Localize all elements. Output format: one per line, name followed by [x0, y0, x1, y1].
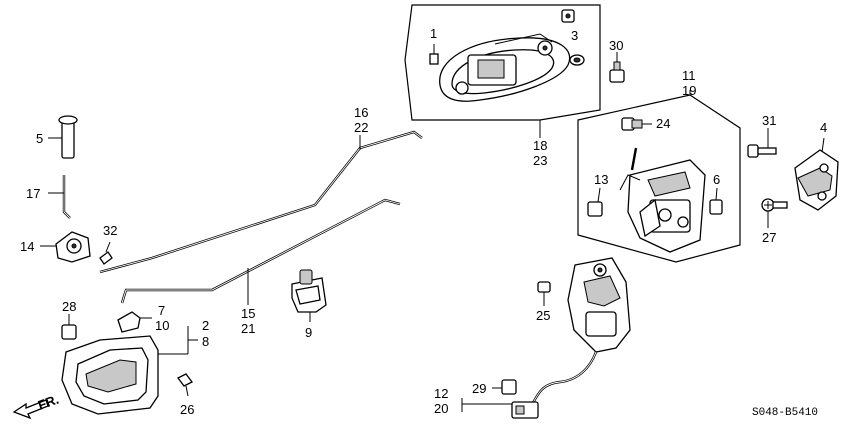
- callout-11: 11: [682, 68, 696, 83]
- callout-26: 26: [180, 402, 194, 417]
- latch-group: [577, 90, 741, 263]
- front-indicator: FR.: [36, 392, 61, 413]
- diagram-code: S048-B5410: [752, 407, 818, 419]
- screw-icon: [761, 198, 788, 228]
- clip-29: [492, 379, 517, 395]
- screw-icon: [99, 241, 113, 265]
- nut-icon: [561, 9, 575, 23]
- callout-18: 18: [533, 138, 547, 153]
- callout-21: 21: [241, 321, 255, 336]
- bolt-icon: [429, 44, 439, 65]
- bellcrank-14: [40, 231, 91, 263]
- pin-5: [48, 115, 78, 159]
- callout-3: 3: [571, 28, 578, 43]
- bolt-icon: [609, 52, 625, 83]
- callout-1: 1: [430, 26, 437, 41]
- striker-4: [794, 137, 839, 211]
- bolt-icon: [747, 128, 777, 158]
- inner-handle: [61, 335, 188, 415]
- callout-4: 4: [820, 120, 827, 135]
- callout-22: 22: [354, 120, 368, 135]
- callout-10: 10: [155, 318, 169, 333]
- callout-16: 16: [354, 105, 368, 120]
- callout-12: 12: [434, 386, 448, 401]
- callout-5: 5: [36, 131, 43, 146]
- clip-28: [61, 314, 77, 340]
- rod-16-22: [99, 130, 423, 274]
- callout-30: 30: [609, 38, 623, 53]
- callout-27: 27: [762, 230, 776, 245]
- callout-31: 31: [762, 113, 776, 128]
- callout-19: 19: [682, 83, 696, 98]
- callout-32: 32: [103, 223, 117, 238]
- lock-actuator: [511, 257, 631, 419]
- callout-24: 24: [656, 116, 670, 131]
- callout-28: 28: [62, 299, 76, 314]
- callout-9: 9: [305, 325, 312, 340]
- callout-25: 25: [536, 308, 550, 323]
- callout-29: 29: [472, 381, 486, 396]
- rod-15-21: [120, 198, 401, 305]
- callout-20: 20: [434, 401, 448, 416]
- rod-holder-9: [291, 269, 327, 322]
- callout-14: 14: [20, 239, 34, 254]
- clip-7-10: [117, 311, 152, 333]
- callout-15: 15: [241, 306, 255, 321]
- callout-17: 17: [26, 186, 40, 201]
- bolt-icon: [537, 281, 551, 306]
- callout-2: 2: [202, 318, 209, 333]
- callout-6: 6: [713, 172, 720, 187]
- rod-17: [48, 175, 71, 219]
- callout-13: 13: [594, 172, 608, 187]
- callout-8: 8: [202, 334, 209, 349]
- callout-23: 23: [533, 153, 547, 168]
- outer-handle-group: [404, 4, 601, 138]
- front-arrow-icon: [12, 399, 49, 420]
- screw-icon: [177, 373, 193, 397]
- callout-7: 7: [158, 303, 165, 318]
